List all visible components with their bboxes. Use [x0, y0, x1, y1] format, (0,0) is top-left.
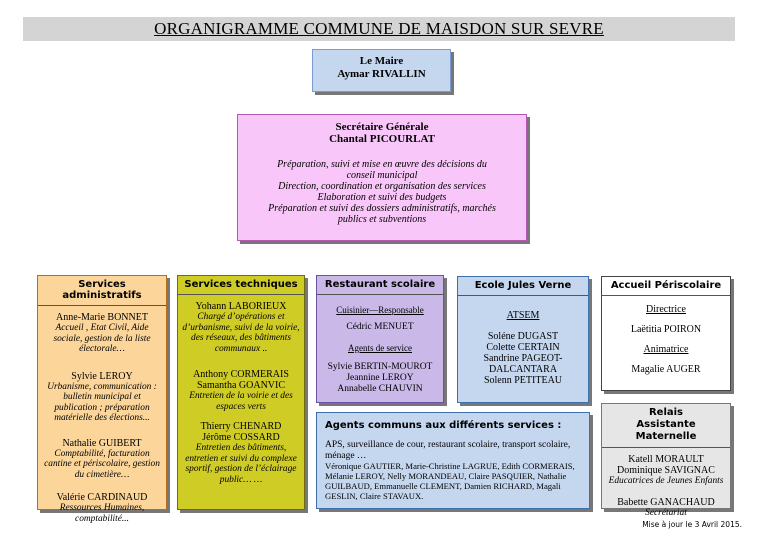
- maire-role: Le Maire: [359, 55, 404, 67]
- secretaire-role: Secrétaire Générale: [335, 121, 429, 133]
- person-name: Thierry CHENARD: [200, 421, 282, 432]
- services-administratifs-title: Services administratifs: [62, 279, 142, 301]
- header-divider: [458, 295, 588, 296]
- relais-assistante-maternelle-box: Relais Assistante Maternelle Katell MORA…: [601, 403, 731, 518]
- secretaire-mission: Elaboration et suivi des budgets: [317, 192, 447, 203]
- person-name: Nathalie GUIBERT: [62, 437, 142, 449]
- person-name: Yohann LABORIEUX: [195, 301, 287, 312]
- ecole-jules-verne-title: Ecole Jules Verne: [474, 280, 572, 291]
- secretaire-box: Secrétaire Générale Chantal PICOURLAT Pr…: [237, 114, 527, 241]
- person-duties: Urbanisme, communication : bulletin muni…: [47, 381, 157, 424]
- page-title-text: ORGANIGRAMME COMMUNE DE MAISDON SUR SEVR…: [154, 19, 604, 38]
- header-divider: [38, 305, 166, 306]
- accueil-periscolaire-title: Accueil Périscolaire: [610, 280, 722, 291]
- update-date: Mise à jour le 3 Avril 2015.: [642, 520, 742, 529]
- restaurant-scolaire-title: Restaurant scolaire: [324, 279, 436, 290]
- person-name: Samantha GOANVIC: [196, 380, 286, 391]
- restaurant-scolaire-box: Restaurant scolaire Cuisinier—Responsabl…: [316, 275, 444, 403]
- accueil-periscolaire-box: Accueil Périscolaire Directrice Laëtitia…: [601, 276, 731, 391]
- person-name: Babette GANACHAUD: [617, 496, 715, 508]
- person-name: Annabelle CHAUVIN: [337, 384, 423, 394]
- agents-communs-box: Agents communs aux différents services :…: [316, 412, 590, 509]
- secretaire-name: Chantal PICOURLAT: [329, 133, 435, 145]
- agents-communs-title: Agents communs aux différents services :: [325, 420, 562, 431]
- person-name: Anthony CORMERAIS: [193, 369, 289, 380]
- secretaire-mission: Direction, coordination et organisation …: [278, 181, 486, 192]
- person-name: Sandrine PAGEOT-DALCANTARA: [483, 353, 563, 375]
- person-name: Colette CERTAIN: [486, 342, 560, 353]
- role-label: Cuisinier—Responsable: [336, 305, 424, 315]
- team-duties: Secrétariat: [645, 507, 687, 518]
- person-name: Sylvie BERTIN-MOUROT: [327, 362, 433, 372]
- header-divider: [317, 294, 443, 295]
- person-duties: Ressources Humaines, comptabilité...: [59, 503, 145, 524]
- agents-communs-tasks: APS, surveillance de cour, restaurant sc…: [325, 440, 571, 461]
- team-duties: Chargé d’opérations et d’urbanisme, suiv…: [182, 312, 300, 354]
- person-name: Anne-Marie BONNET: [56, 312, 148, 323]
- person-name: Soléne DUGAST: [487, 331, 559, 342]
- team-duties: Educatrices de Jeunes Enfants: [608, 476, 724, 486]
- services-techniques-box: Services techniques Yohann LABORIEUX Cha…: [177, 275, 305, 510]
- relais-assistante-maternelle-title: Relais Assistante Maternelle: [635, 407, 697, 442]
- person-name: Valérie CARDINAUD: [56, 492, 148, 503]
- secretaire-mission: Préparation et suivi des dossiers admini…: [268, 203, 496, 225]
- header-divider: [178, 294, 304, 295]
- maire-name: Aymar RIVALLIN: [337, 68, 426, 80]
- person-name: Jeannine LEROY: [346, 373, 414, 383]
- ecole-jules-verne-box: Ecole Jules Verne ATSEM Soléne DUGAST Co…: [457, 276, 589, 403]
- page-title: ORGANIGRAMME COMMUNE DE MAISDON SUR SEVR…: [23, 17, 735, 41]
- person-duties: Accueil , Etat Civil, Aide sociale, gest…: [53, 323, 151, 354]
- secretaire-mission: Préparation, suivi et mise en œuvre des …: [277, 159, 487, 181]
- person-duties: Comptabilité, facturation cantine et pér…: [44, 448, 160, 480]
- person-name: Laëtitia POIRON: [630, 324, 702, 335]
- person-name: Magalie AUGER: [631, 364, 701, 375]
- services-techniques-title: Services techniques: [184, 279, 298, 290]
- person-name: Dominique SAVIGNAC: [617, 465, 715, 476]
- agents-communs-names: Véronique GAUTIER, Marie-Christine LAGRU…: [325, 461, 575, 501]
- header-divider: [602, 447, 730, 448]
- team-duties: Entretien de la voirie et des espaces ve…: [189, 391, 293, 412]
- services-administratifs-box: Services administratifs Anne-Marie BONNE…: [37, 275, 167, 524]
- person-name: Solenn PETITEAU: [483, 375, 563, 386]
- role-label: Agents de service: [348, 343, 412, 353]
- role-label: Directrice: [646, 304, 686, 315]
- maire-box: Le Maire Aymar RIVALLIN: [312, 49, 451, 92]
- role-label: ATSEM: [506, 310, 540, 321]
- person-name: Cédric MENUET: [346, 322, 414, 332]
- person-name: Katell MORAULT: [628, 454, 704, 465]
- team-duties: Entretien des bâtiments, entretien et su…: [185, 443, 297, 485]
- person-name: Sylvie LEROY: [71, 370, 133, 382]
- role-label: Animatrice: [643, 344, 689, 355]
- header-divider: [602, 295, 730, 296]
- person-name: Jérôme COSSARD: [202, 432, 280, 443]
